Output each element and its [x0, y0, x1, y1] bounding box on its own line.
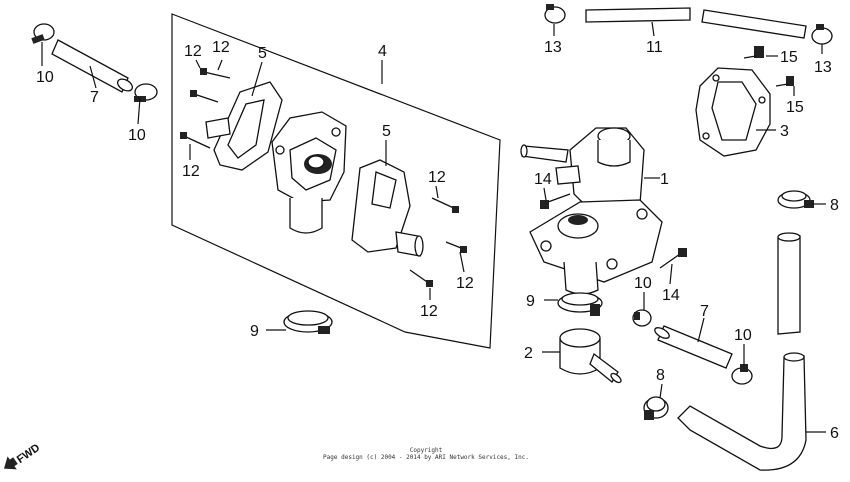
assembly-4-outline	[171, 13, 501, 349]
bolts-14	[540, 193, 687, 269]
clamp-10-left2	[134, 83, 158, 102]
label-11: 11	[646, 39, 663, 56]
hose-11	[585, 7, 807, 39]
label-14: 14	[662, 287, 680, 304]
label-2: 2	[524, 345, 533, 362]
label-9: 9	[250, 323, 259, 340]
label-9: 9	[526, 293, 535, 310]
copyright-line1: Copyright	[410, 447, 443, 454]
fuel-pump-1	[520, 127, 663, 295]
label-10: 10	[734, 327, 752, 344]
label-12: 12	[184, 43, 202, 60]
label-12: 12	[456, 275, 474, 292]
label-12: 12	[428, 169, 446, 186]
fitting-2	[559, 328, 622, 384]
cover-5-lower	[351, 159, 424, 257]
label-12: 12	[212, 39, 230, 56]
label-5: 5	[382, 123, 391, 140]
label-12: 12	[182, 163, 200, 180]
cover-3	[695, 67, 771, 157]
leader-lines	[41, 21, 826, 433]
label-12: 12	[420, 303, 438, 320]
label-10: 10	[634, 275, 652, 292]
label-13: 13	[544, 39, 562, 56]
label-5: 5	[258, 45, 267, 62]
label-15: 15	[786, 99, 804, 116]
clamp-9-left	[283, 310, 333, 334]
cover-5-upper	[205, 81, 283, 171]
label-13: 13	[814, 59, 832, 76]
label-6: 6	[830, 425, 839, 442]
label-8: 8	[830, 197, 839, 214]
hose-7-left	[51, 39, 134, 93]
bolts-15	[743, 46, 794, 87]
label-3: 3	[780, 123, 789, 140]
clamp-13-left	[544, 4, 566, 24]
clamp-10-topleft	[31, 23, 55, 44]
label-4: 4	[378, 43, 387, 60]
fwd-arrow: FWD	[3, 442, 42, 470]
label-10: 10	[36, 69, 54, 86]
label-10: 10	[128, 127, 146, 144]
label-14: 14	[534, 171, 552, 188]
clamp-10-right2	[731, 364, 753, 385]
part-labels: 10 7 10 12 12 5 4 5 12 12 12 12 9 13 11 …	[36, 39, 839, 442]
fwd-label: FWD	[15, 442, 42, 466]
clamp-10-right1	[632, 309, 652, 327]
label-7: 7	[700, 303, 709, 320]
clamp-9-right	[557, 292, 603, 316]
label-7: 7	[90, 89, 99, 106]
hose-6	[677, 232, 807, 471]
pump-body-assembly	[271, 111, 347, 234]
label-15: 15	[780, 49, 798, 66]
label-1: 1	[660, 171, 669, 188]
clamp-8-upper	[777, 190, 814, 209]
bolts-12	[180, 68, 467, 287]
clamp-13-right	[811, 24, 833, 45]
copyright-line2: Page design (c) 2004 - 2014 by ARI Netwo…	[323, 454, 529, 461]
label-8: 8	[656, 367, 665, 384]
clamp-8-lower	[643, 396, 669, 420]
hose-7-right	[654, 325, 733, 369]
